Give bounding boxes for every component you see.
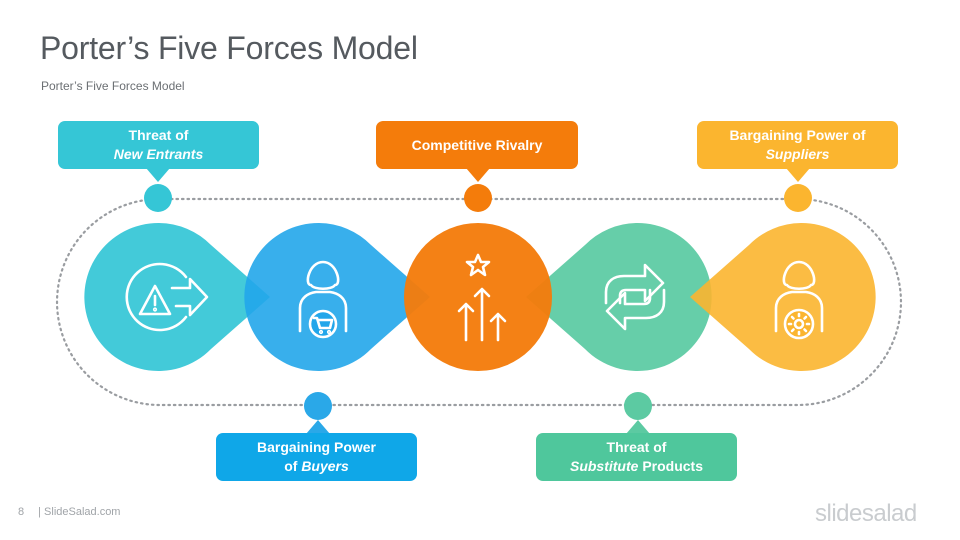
label-suppliers-line2: Suppliers [765, 146, 830, 162]
label-box-buyers [216, 433, 417, 481]
supplier-gear-icon [774, 260, 824, 340]
circle-suppliers [690, 222, 876, 371]
label-buyers-line1: Bargaining Power [256, 439, 377, 455]
threat-arrow-icon [125, 262, 209, 332]
brand-logo: slidesalad [815, 500, 917, 527]
connector-suppliers [786, 168, 810, 182]
node-substitute [624, 392, 652, 420]
label-buyers-line2: Buyers [301, 458, 349, 474]
footer: 8 | SlideSalad.com [18, 506, 120, 518]
connector-new-entrants [146, 168, 170, 182]
label-box-substitute [536, 433, 737, 481]
dotted-track [55, 197, 903, 407]
label-suppliers: Bargaining Power of Suppliers [697, 121, 898, 169]
label-substitute: Threat of Substitute Products [536, 433, 737, 481]
label-new-entrants-line1: Threat of [128, 127, 189, 143]
label-buyers: Bargaining Power of Buyers [216, 433, 417, 481]
label-rivalry-line1: Competitive Rivalry [411, 136, 543, 153]
label-box-suppliers [697, 121, 898, 169]
circle-new-entrants [84, 222, 270, 371]
label-buyers-line2-prefix: of [284, 458, 302, 474]
label-new-entrants-line2: New Entrants [113, 146, 204, 162]
label-substitute-line2: Substitute [569, 458, 639, 474]
connector-substitute [626, 420, 650, 434]
page-title: Porter’s Five Forces Model [40, 30, 418, 66]
node-suppliers [784, 184, 812, 212]
footer-site: | SlideSalad.com [38, 506, 121, 518]
label-box-rivalry [376, 121, 578, 169]
circle-buyers [244, 222, 430, 371]
node-rivalry [464, 184, 492, 212]
label-box-new-entrants [58, 121, 259, 169]
node-new-entrants [144, 184, 172, 212]
label-suppliers-line1: Bargaining Power of [729, 127, 866, 143]
connector-rivalry [466, 168, 490, 182]
refresh-arrows-icon [604, 263, 666, 331]
page-subtitle: Porter’s Five Forces Model [41, 79, 185, 93]
buyer-cart-icon [298, 260, 348, 339]
label-rivalry: Competitive Rivalry [376, 121, 578, 169]
label-substitute-line2-suffix: Products [638, 458, 704, 474]
label-substitute-line1: Threat of [606, 439, 667, 455]
growth-arrows-star-icon [457, 253, 507, 342]
page-number: 8 [18, 506, 25, 518]
circle-rivalry [404, 223, 552, 371]
node-buyers [304, 392, 332, 420]
label-new-entrants: Threat of New Entrants [58, 121, 259, 169]
connector-buyers [306, 420, 330, 434]
